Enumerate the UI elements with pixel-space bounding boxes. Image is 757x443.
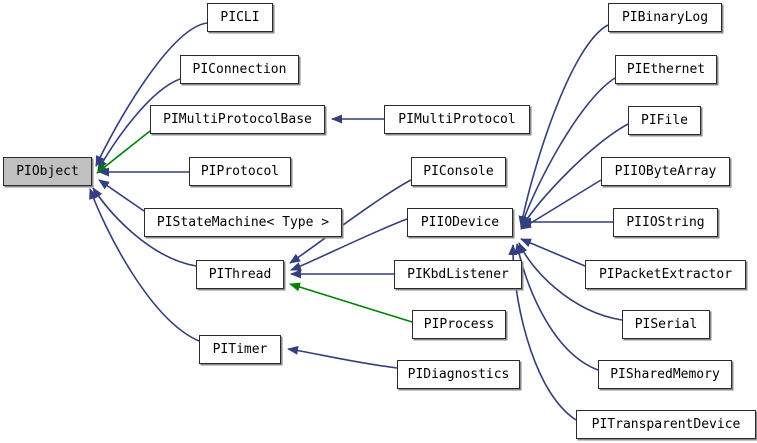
- class-node-pibinarylog[interactable]: PIBinaryLog: [608, 3, 722, 32]
- class-node-piserial[interactable]: PISerial: [622, 310, 710, 339]
- class-node-label: PIProtocol: [200, 164, 280, 179]
- class-node-label: PIIOByteArray: [614, 164, 717, 179]
- class-node-pidiagnostics[interactable]: PIDiagnostics: [397, 360, 520, 389]
- class-node-label: PIIODevice: [420, 215, 500, 230]
- class-node-label: PISharedMemory: [610, 367, 720, 382]
- class-node-pimultiprotocol[interactable]: PIMultiProtocol: [384, 105, 530, 134]
- class-node-label: PIConnection: [192, 62, 287, 77]
- class-node-pipacketextractor[interactable]: PIPacketExtractor: [585, 260, 746, 289]
- class-node-piprotocol[interactable]: PIProtocol: [189, 157, 291, 186]
- class-node-label: PIThread: [208, 267, 272, 282]
- class-node-pitransparentdevice[interactable]: PITransparentDevice: [576, 410, 756, 439]
- class-node-piconnection[interactable]: PIConnection: [180, 55, 299, 84]
- class-node-label: PIMultiProtocol: [398, 112, 516, 127]
- class-node-pithread[interactable]: PIThread: [196, 260, 284, 289]
- class-node-label: PIMultiProtocolBase: [163, 112, 312, 127]
- class-node-label: PIPacketExtractor: [598, 267, 733, 282]
- inheritance-edge-pistatemachine-to-piobject: [98, 179, 145, 212]
- class-node-piconsole[interactable]: PIConsole: [411, 157, 506, 186]
- class-node-label: PITransparentDevice: [591, 417, 741, 432]
- inheritance-edge-pipacketextractor-to-piiodevice: [520, 238, 586, 267]
- class-node-label: PIObject: [16, 164, 79, 179]
- inheritance-edge-pidiagnostics-to-pitimer: [287, 345, 398, 369]
- class-node-pifile[interactable]: PIFile: [628, 106, 701, 135]
- inheritance-edge-piiobytearray-to-piiodevice: [520, 179, 602, 230]
- class-node-label: PIProcess: [423, 317, 495, 332]
- inheritance-edge-pimultiprotocolbase-to-piobject: [96, 130, 151, 174]
- class-node-piprocess[interactable]: PIProcess: [412, 310, 506, 339]
- class-node-label: PIDiagnostics: [407, 367, 510, 382]
- class-node-pimultiprotocolbase[interactable]: PIMultiProtocolBase: [150, 105, 325, 134]
- class-node-piethernet[interactable]: PIEthernet: [615, 55, 717, 84]
- class-node-pitimer[interactable]: PITimer: [199, 335, 281, 364]
- inheritance-edge-pitransparentdevice-to-piiodevice: [508, 244, 577, 421]
- class-node-label: PIEthernet: [626, 62, 706, 77]
- class-node-picli[interactable]: PICLI: [207, 3, 273, 32]
- class-node-label: PIKbdListener: [407, 267, 509, 282]
- inheritance-edge-pibinarylog-to-piiodevice: [518, 24, 609, 227]
- inheritance-edge-picli-to-piobject: [95, 22, 208, 167]
- class-node-label: PIIOString: [626, 215, 705, 230]
- class-node-label: PISerial: [634, 317, 698, 332]
- class-node-label: PICLI: [220, 10, 260, 25]
- inheritance-edge-piethernet-to-piiodevice: [519, 77, 616, 228]
- class-node-piobject[interactable]: PIObject: [3, 157, 92, 186]
- class-node-pisharedmemory[interactable]: PISharedMemory: [598, 360, 732, 389]
- class-node-piiobytearray[interactable]: PIIOByteArray: [601, 157, 730, 186]
- class-node-label: PIStateMachine< Type >: [156, 215, 330, 230]
- class-node-label: PIBinaryLog: [621, 10, 709, 25]
- class-node-label: PITimer: [212, 342, 268, 357]
- class-node-piiodevice[interactable]: PIIODevice: [407, 208, 513, 237]
- inheritance-edge-piprocess-to-pithread: [289, 282, 413, 323]
- class-node-label: PIFile: [641, 113, 688, 128]
- class-node-pistatemachine[interactable]: PIStateMachine< Type >: [144, 208, 342, 237]
- class-node-label: PIConsole: [423, 164, 494, 179]
- class-node-piiostring[interactable]: PIIOString: [613, 208, 718, 237]
- class-node-pikbdlistener[interactable]: PIKbdListener: [394, 260, 522, 289]
